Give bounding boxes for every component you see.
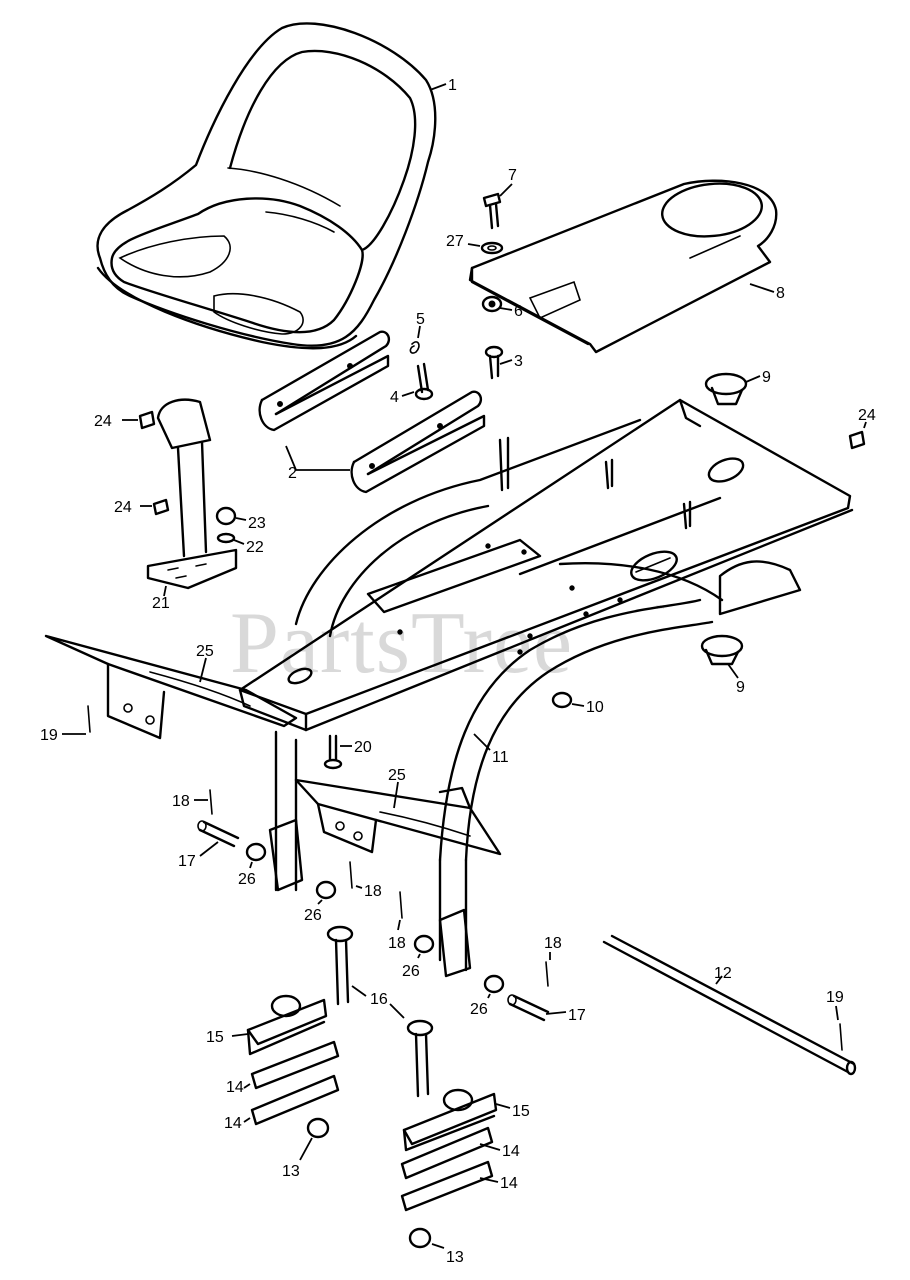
part-bolt-20[interactable] — [323, 734, 343, 770]
callout-9-lower[interactable]: 9 — [736, 679, 745, 696]
callout-15-right[interactable]: 15 — [512, 1103, 530, 1120]
part-main-frame[interactable] — [238, 398, 854, 978]
callouts: 1 2 3 4 5 6 7 8 9 9 10 11 12 13 13 14 14 — [40, 77, 876, 1266]
part-washer-22[interactable] — [216, 532, 236, 544]
callout-1[interactable]: 1 — [448, 77, 457, 94]
watermark: PartsTree ™ — [230, 595, 665, 692]
part-pin-17a[interactable] — [197, 820, 240, 848]
part-grommet-9b[interactable] — [700, 634, 744, 666]
callout-14-d[interactable]: 14 — [500, 1175, 518, 1192]
part-nut-13a[interactable] — [306, 1117, 330, 1139]
part-roller-bracket-15a[interactable] — [246, 994, 328, 1056]
callout-26-a[interactable]: 26 — [238, 871, 256, 888]
callout-24-b[interactable]: 24 — [114, 499, 132, 516]
callout-19-right[interactable]: 19 — [826, 989, 844, 1006]
part-seat-plate[interactable] — [468, 179, 778, 354]
part-bracket-right[interactable] — [350, 390, 486, 494]
callout-18-a[interactable]: 18 — [172, 793, 190, 810]
part-fitting-24c[interactable] — [848, 430, 866, 450]
part-shaft-12[interactable] — [602, 934, 857, 1076]
callout-13-left[interactable]: 13 — [282, 1163, 300, 1180]
callout-7[interactable]: 7 — [508, 167, 517, 184]
part-cotter-18a[interactable] — [209, 789, 213, 815]
part-plate-14c[interactable] — [400, 1126, 494, 1180]
callout-12[interactable]: 12 — [714, 965, 732, 982]
callout-9-upper[interactable]: 9 — [762, 369, 771, 386]
part-plate-14a[interactable] — [250, 1040, 340, 1090]
callout-24-c[interactable]: 24 — [858, 407, 876, 424]
part-washer-27[interactable] — [480, 241, 504, 255]
callout-17-right[interactable]: 17 — [568, 1007, 586, 1024]
part-bolt-3[interactable] — [484, 345, 504, 380]
part-plate-14b[interactable] — [250, 1074, 340, 1126]
part-carriage-bolt-16a[interactable] — [326, 925, 354, 1006]
callout-21[interactable]: 21 — [152, 595, 170, 612]
part-seat[interactable] — [96, 22, 437, 350]
part-nut-10[interactable] — [551, 691, 573, 709]
watermark-text: PartsTree — [230, 595, 573, 692]
part-cotter-18c[interactable] — [399, 891, 403, 919]
callout-25-right[interactable]: 25 — [388, 767, 406, 784]
callout-3[interactable]: 3 — [514, 353, 523, 370]
part-nut-23[interactable] — [215, 506, 237, 526]
callout-15-left[interactable]: 15 — [206, 1029, 224, 1046]
callout-17-left[interactable]: 17 — [178, 853, 196, 870]
callout-11[interactable]: 11 — [492, 749, 509, 766]
callout-19-left[interactable]: 19 — [40, 727, 58, 744]
callout-26-d[interactable]: 26 — [470, 1001, 488, 1018]
part-bolt-7[interactable] — [482, 192, 502, 230]
callout-18-c[interactable]: 18 — [388, 935, 406, 952]
part-bracket-left[interactable] — [258, 330, 391, 432]
part-carriage-bolt-16b[interactable] — [406, 1019, 434, 1098]
callout-24-a[interactable]: 24 — [94, 413, 112, 430]
callout-26-b[interactable]: 26 — [304, 907, 322, 924]
callout-20[interactable]: 20 — [354, 739, 372, 756]
callout-2[interactable]: 2 — [288, 465, 297, 482]
part-roller-bracket-15b[interactable] — [402, 1088, 498, 1152]
callout-27[interactable]: 27 — [446, 233, 464, 250]
callout-13-right[interactable]: 13 — [446, 1249, 464, 1266]
part-washer-26c[interactable] — [413, 934, 435, 954]
part-pin-17b[interactable] — [507, 994, 550, 1022]
callout-14-a[interactable]: 14 — [226, 1079, 244, 1096]
callout-8[interactable]: 8 — [776, 285, 785, 302]
part-fitting-24a[interactable] — [138, 410, 156, 430]
part-fitting-24b[interactable] — [152, 498, 170, 516]
callout-25-left[interactable]: 25 — [196, 643, 214, 660]
part-nut-6[interactable] — [481, 295, 503, 313]
callout-16[interactable]: 16 — [370, 991, 388, 1008]
part-washer-26b[interactable] — [315, 880, 337, 900]
callout-4[interactable]: 4 — [390, 389, 399, 406]
callout-22[interactable]: 22 — [246, 539, 264, 556]
part-bolt-4[interactable] — [414, 362, 434, 401]
part-footrest-left[interactable] — [44, 634, 298, 740]
callout-6[interactable]: 6 — [514, 303, 523, 320]
callout-26-c[interactable]: 26 — [402, 963, 420, 980]
callout-18-d[interactable]: 18 — [544, 935, 562, 952]
callout-23[interactable]: 23 — [248, 515, 266, 532]
part-clip-5[interactable] — [409, 341, 420, 354]
part-cotter-18d[interactable] — [545, 961, 549, 987]
callout-10[interactable]: 10 — [586, 699, 604, 716]
callout-5[interactable]: 5 — [416, 311, 425, 328]
callout-14-c[interactable]: 14 — [502, 1143, 520, 1160]
callout-18-b[interactable]: 18 — [364, 883, 382, 900]
part-footrest-right[interactable] — [294, 778, 502, 856]
part-washer-26d[interactable] — [483, 974, 505, 994]
part-seat-post[interactable] — [146, 398, 238, 590]
part-pin-19a[interactable] — [87, 705, 91, 733]
part-grommet-9a[interactable] — [704, 372, 748, 406]
part-cotter-18b[interactable] — [349, 861, 353, 889]
part-washer-26a[interactable] — [245, 842, 267, 862]
watermark-trademark: ™ — [655, 604, 665, 615]
callout-14-b[interactable]: 14 — [224, 1115, 242, 1132]
part-pin-19b[interactable] — [839, 1023, 843, 1051]
part-plate-14d[interactable] — [400, 1160, 494, 1212]
part-nut-13b[interactable] — [408, 1227, 432, 1249]
